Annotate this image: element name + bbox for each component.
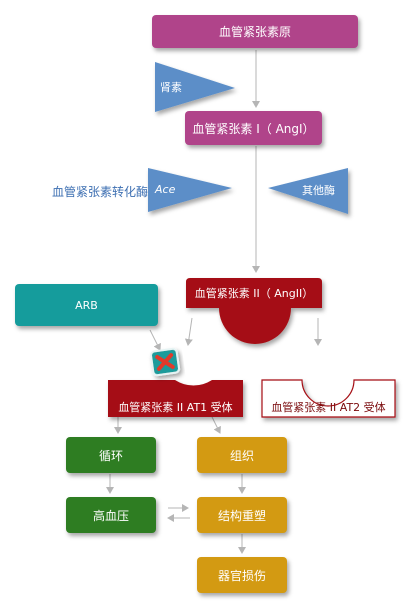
arrow-arb-to-block xyxy=(149,329,161,351)
hypertension-box: 高血压 xyxy=(66,497,156,533)
ace-label: 血管紧张素转化酶 xyxy=(52,185,149,199)
ang2-label: 血管紧张素 II（ AngII） xyxy=(194,287,314,300)
connectors xyxy=(106,50,322,554)
tissue-box: 组织 xyxy=(197,437,287,473)
arb-label: ARB xyxy=(75,298,98,312)
remodeling-label: 结构重塑 xyxy=(217,508,266,523)
renin-label: 肾素 xyxy=(160,81,182,94)
angiotensinogen-label: 血管紧张素原 xyxy=(218,25,291,39)
arrow-ang2-left xyxy=(184,317,193,346)
angiotensinogen-box: 血管紧张素原 xyxy=(152,15,358,48)
other-enzymes-label: 其他酶 xyxy=(302,184,335,197)
ace-abbr-label: Ace xyxy=(155,183,176,196)
arrow-at1-to-tissue xyxy=(211,416,221,434)
at1-shape xyxy=(108,380,243,417)
ace-triangle xyxy=(148,168,232,212)
organ-damage-label: 器官损伤 xyxy=(217,568,266,583)
ang2-shape xyxy=(186,278,322,344)
circulation-box: 循环 xyxy=(66,437,156,473)
at2-shape xyxy=(261,379,396,418)
ang1-label: 血管紧张素 I（ AngI） xyxy=(192,121,315,136)
organ-damage-box: 器官损伤 xyxy=(197,557,287,593)
remodeling-box: 结构重塑 xyxy=(197,497,287,533)
at2-label: 血管紧张素 II AT2 受体 xyxy=(271,401,386,414)
other-enzymes-triangle xyxy=(268,168,348,214)
tissue-label: 组织 xyxy=(229,448,254,463)
hypertension-label: 高血压 xyxy=(92,508,129,523)
arb-box: ARB xyxy=(15,284,158,326)
renin-triangle xyxy=(155,62,235,112)
circulation-label: 循环 xyxy=(98,448,123,463)
at1-label: 血管紧张素 II AT1 受体 xyxy=(118,401,233,414)
ang1-box: 血管紧张素 I（ AngI） xyxy=(185,111,322,145)
block-x-icon xyxy=(149,347,181,377)
